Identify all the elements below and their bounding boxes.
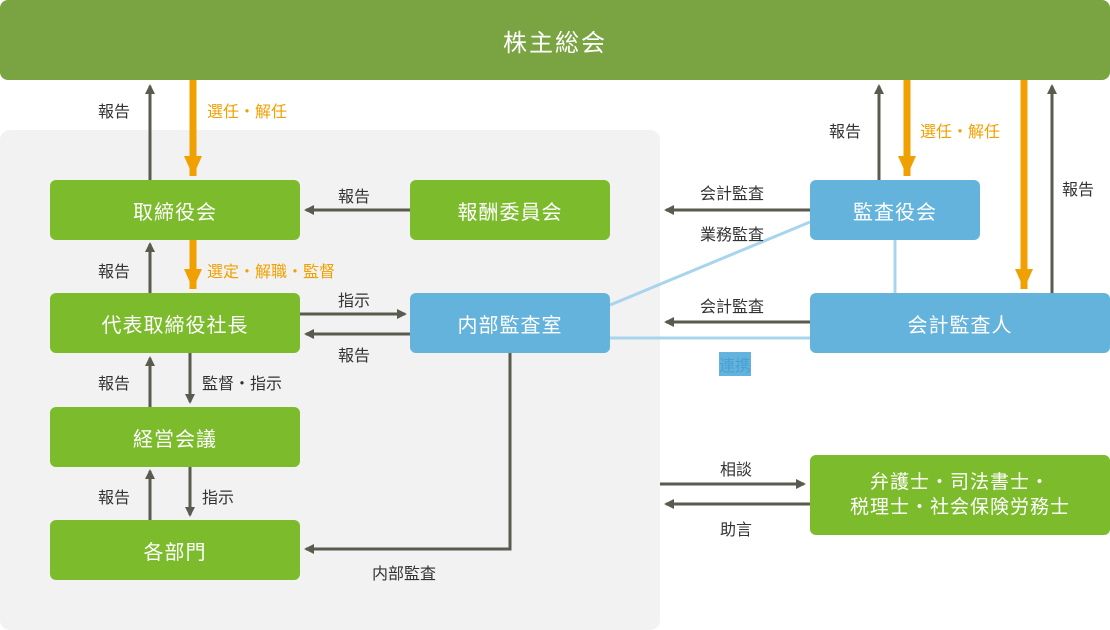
- president-report-label: 報告: [98, 262, 131, 281]
- president-label: 代表取締役社長: [101, 312, 249, 337]
- audit-elect-dismiss-label: 選任・解任: [920, 122, 1001, 141]
- president-box: 代表取締役社長: [50, 293, 300, 353]
- select-dismiss-supervise-label: 選定・解職・監督: [207, 262, 336, 281]
- accounting-audit-label-2: 会計監査: [700, 297, 765, 316]
- shareholders-meeting-label: 株主総会: [503, 28, 607, 57]
- consult-label: 相談: [720, 460, 753, 479]
- audit-board-label: 監査役会: [853, 199, 937, 224]
- accounting-auditor-report-label: 報告: [1062, 180, 1095, 199]
- departments-label: 各部門: [143, 539, 207, 564]
- internal-audit-flow-label: 内部監査: [372, 564, 437, 583]
- internal-audit-office-box: 内部監査室: [410, 293, 610, 353]
- remuneration-committee-box: 報酬委員会: [410, 180, 610, 240]
- internal-audit-office-label: 内部監査室: [457, 312, 563, 337]
- remuneration-report-label: 報告: [338, 187, 371, 206]
- business-audit-label: 業務監査: [700, 225, 765, 244]
- departments-report-label: 報告: [98, 488, 131, 507]
- accounting-auditor-box: 会計監査人: [810, 293, 1110, 353]
- management-report-label: 報告: [98, 374, 131, 393]
- internal-audit-arrow: [304, 353, 512, 554]
- professionals-label-line2: 税理士・社会保険労務士: [849, 496, 1070, 518]
- remuneration-committee-label: 報酬委員会: [457, 199, 563, 224]
- management-meeting-label: 経営会議: [133, 426, 217, 451]
- accounting-audit-label-1: 会計監査: [700, 184, 765, 203]
- audit-board-report-label: 報告: [829, 122, 862, 141]
- board-report-label: 報告: [98, 102, 131, 121]
- advice-label: 助言: [720, 520, 753, 539]
- instruct-label: 指示: [338, 291, 371, 310]
- professionals-label-line1: 弁護士・司法書士・: [869, 471, 1050, 494]
- internal-audit-report-label: 報告: [338, 346, 371, 365]
- professionals-box: 弁護士・司法書士・ 税理士・社会保険労務士: [810, 455, 1110, 535]
- supervise-instruct-label: 監督・指示: [202, 374, 283, 393]
- board-of-directors-label: 取締役会: [133, 199, 217, 224]
- cooperation-label: 連携: [719, 352, 752, 376]
- accounting-auditor-label: 会計監査人: [907, 312, 1013, 337]
- elect-dismiss-label: 選任・解任: [207, 102, 288, 121]
- shareholders-meeting: 株主総会: [0, 0, 1110, 80]
- departments-instruct-label: 指示: [202, 488, 235, 507]
- management-meeting-box: 経営会議: [50, 407, 300, 467]
- departments-box: 各部門: [50, 520, 300, 580]
- board-of-directors-box: 取締役会: [50, 180, 300, 240]
- audit-board-box: 監査役会: [810, 180, 980, 240]
- audit-board-to-internal-audit-line: [609, 220, 811, 307]
